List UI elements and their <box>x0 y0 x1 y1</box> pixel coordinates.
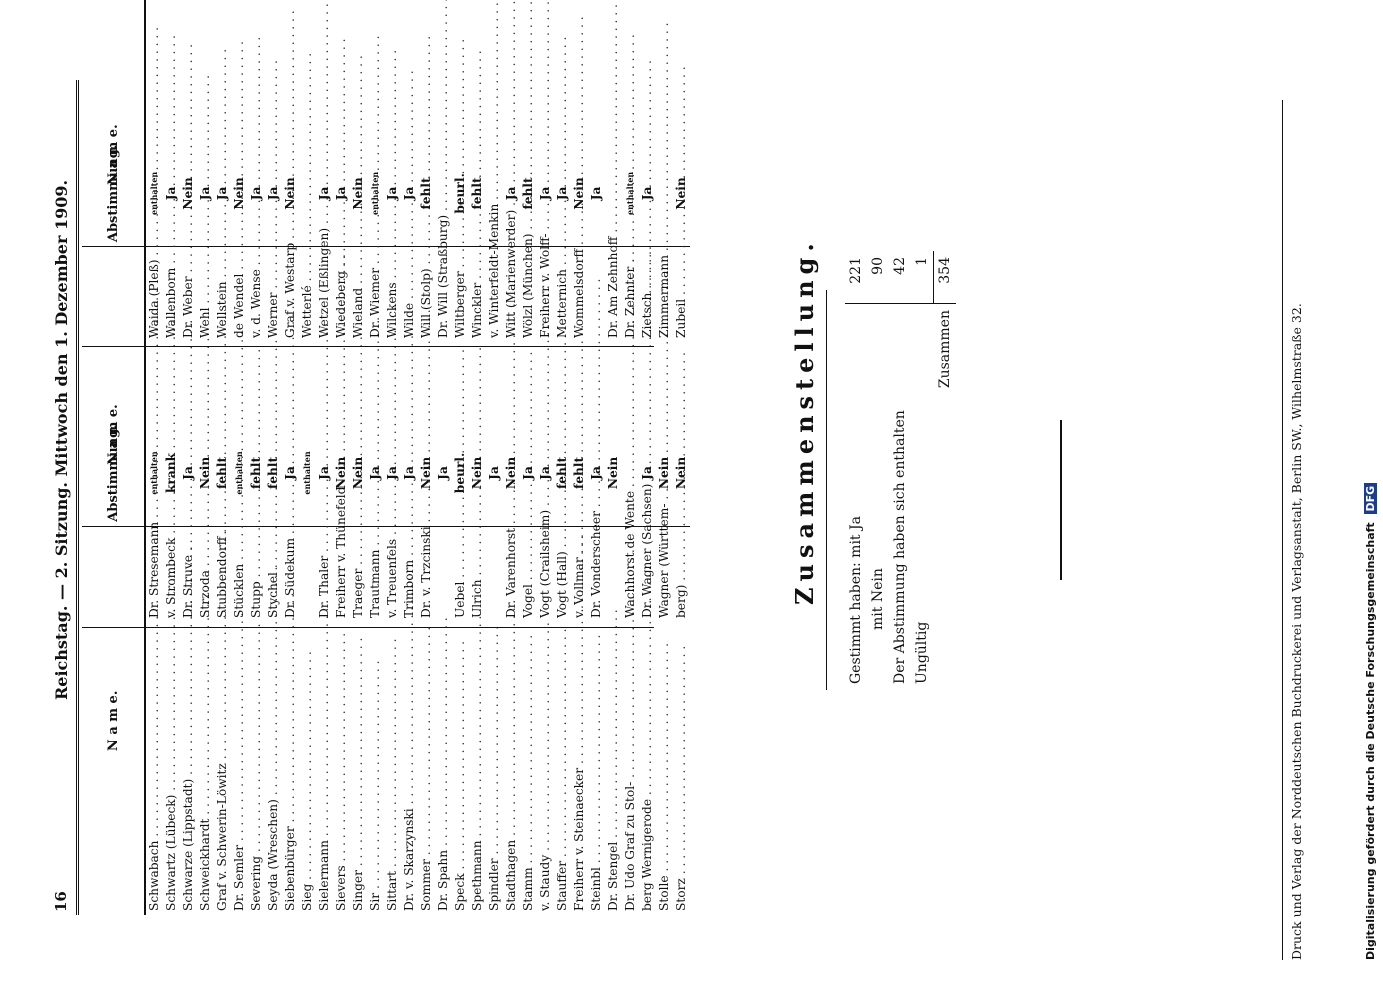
member-name: Dr. Weber <box>180 0 197 342</box>
vote-row: MetternichJa <box>554 0 571 342</box>
vote-row: ZubeilNein <box>673 0 690 342</box>
vote-row: ZietschNein <box>639 0 656 342</box>
printer-footer: Druck und Verlag der Norddeutschen Buchd… <box>1282 100 1304 960</box>
member-name: Wieland <box>350 0 367 342</box>
member-name: Wetterlé <box>299 0 316 342</box>
member-name: Werner <box>265 0 282 342</box>
member-name: Wallenborn <box>163 0 180 342</box>
member-name: Wommelsdorff <box>571 0 588 342</box>
member-name: Wilckens <box>384 0 401 342</box>
vote-row: Dr. Am ZehnhoffJa <box>605 0 622 342</box>
member-name: Witt (Marienwerder) <box>503 0 520 342</box>
member-name: Dr. Zehnter <box>622 0 639 342</box>
member-name: Zimmermann <box>656 0 673 342</box>
vote-row: WildeNein <box>401 0 418 342</box>
member-name: Graf v. Westarp <box>282 0 299 342</box>
member-name: Wetzel (Eßlingen) <box>316 0 333 342</box>
member-name: Zubeil <box>673 0 690 342</box>
vote-table-3: N a m e. Abstimmung. Waida (Pleß)JaWalle… <box>82 0 690 342</box>
vote-row: Witt (Marienwerder)Ja <box>503 0 520 342</box>
member-name: Dr. Will (Straßburg) <box>435 0 452 342</box>
page-number: 16 <box>52 891 70 912</box>
summary-row: Gestimmt haben: mit Ja 221 <box>845 251 867 690</box>
member-name: Will (Stolp) <box>418 0 435 342</box>
vote-row <box>588 0 605 342</box>
summary-row: Ungültig 1 <box>911 251 934 690</box>
vote-row: WellsteinJa <box>214 0 231 342</box>
vote-row: Dr. Weberenthalten <box>180 0 197 342</box>
vote-row: WilckensJa <box>384 0 401 342</box>
vote-row: WernerJa <box>265 0 282 342</box>
vote-row: v. Winterfeldt-MenkinJa <box>486 0 503 342</box>
member-name: v. d. Wense <box>248 0 265 342</box>
vote-row: Dr. WiemerNein <box>367 0 384 342</box>
vote-row: Waida (Pleß)Ja <box>145 0 163 342</box>
column-divider <box>82 627 654 628</box>
vote-row: Dr. ZehnterJa <box>622 0 639 342</box>
member-name: Wehl <box>197 0 214 342</box>
summary-row: mit Nein 90 <box>867 251 889 690</box>
column-divider <box>82 346 654 347</box>
vote-row: WielandNein <box>350 0 367 342</box>
member-name: Zietsch <box>639 0 656 342</box>
vote-row: Wiltbergerfehlt <box>452 0 469 342</box>
vote-row: ZimmermannJa <box>656 0 673 342</box>
member-name: v. Winterfeldt-Menkin <box>486 0 503 342</box>
vote-row: Graf v. WestarpJa <box>282 0 299 342</box>
vote-row: Freiherr v. Wolff- <box>537 0 554 342</box>
member-name: Dr. Am Zehnhoff <box>605 0 622 342</box>
summary-table: Gestimmt haben: mit Ja 221 mit Nein 90 D… <box>845 251 956 690</box>
member-name: Wellstein <box>214 0 231 342</box>
vote-row: WallenbornJa <box>163 0 180 342</box>
page-header: Reichstag. — 2. Sitzung. Mittwoch den 1.… <box>52 179 71 700</box>
digitization-credit: Digitalisierung gefördert durch die Deut… <box>1364 0 1377 960</box>
member-name <box>588 0 605 342</box>
header-rule <box>76 80 79 915</box>
vote-row: Dr. Will (Straßburg)Ja <box>435 0 452 342</box>
vote-row: Wehlenthalten <box>197 0 214 342</box>
member-name: Metternich <box>554 0 571 342</box>
vote-row: WetterléJa <box>299 0 316 342</box>
member-name: Waida (Pleß) <box>145 0 163 342</box>
member-name: Winckler <box>469 0 486 342</box>
separator-line <box>1060 420 1062 580</box>
member-name: Freiherr v. Wolff- <box>537 0 554 342</box>
member-name: Wiedeberg <box>333 0 350 342</box>
summary-rule <box>826 290 827 690</box>
vote-row: de Wendelfehlt <box>231 0 248 342</box>
vote-row: WiedebergJa <box>333 0 350 342</box>
vote-row: Wölzl (München)enthalten <box>520 0 537 342</box>
vote-row: Wetzel (Eßlingen)enthalten <box>316 0 333 342</box>
summary-row: Der Abstimmung haben sich enthalten 42 <box>889 251 911 690</box>
vote-row: Will (Stolp)Ja <box>418 0 435 342</box>
member-name: Wölzl (München) <box>520 0 537 342</box>
summary-total-row: Zusammen 354 <box>933 251 956 690</box>
member-name: Wilde <box>401 0 418 342</box>
member-name: Wiltberger <box>452 0 469 342</box>
vote-row: Wommelsdorffenthalten <box>571 0 588 342</box>
summary-title: Zusammenstellung. <box>790 237 819 605</box>
member-name: de Wendel <box>231 0 248 342</box>
vote-row: v. d. WenseJa <box>248 0 265 342</box>
member-name: Dr. Wiemer <box>367 0 384 342</box>
digitization-note: Digitalisierung gefördert durch die Deut… <box>1364 522 1377 960</box>
vote-row: WincklerJa <box>469 0 486 342</box>
dfg-logo: DFG <box>1364 482 1377 515</box>
name-column-header: N a m e. <box>82 0 145 342</box>
